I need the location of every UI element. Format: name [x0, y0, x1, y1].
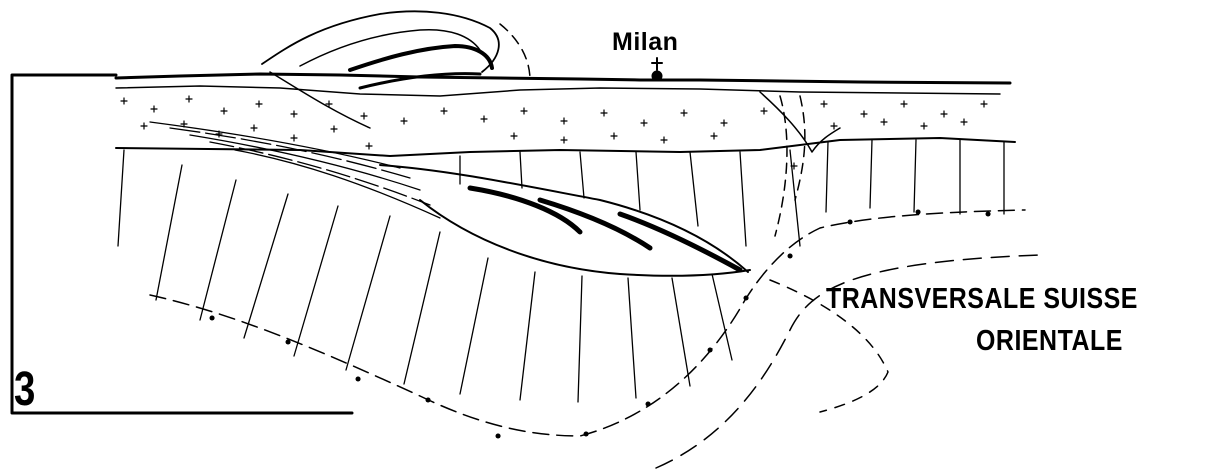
moho-dots — [212, 212, 988, 436]
city-marker — [652, 58, 662, 81]
city-label: Milan — [612, 28, 678, 57]
laminated-band — [150, 122, 440, 218]
near-surface-line — [116, 86, 1000, 96]
nappe-fault-dashed — [500, 24, 530, 80]
nappe-outline — [262, 11, 499, 72]
fault-dashed-2 — [795, 96, 805, 200]
crystalline-crosses — [121, 96, 987, 169]
section-title-line-1: TRANSVERSALE SUISSE — [826, 283, 1138, 316]
nappe-inner-2 — [350, 46, 492, 70]
mantle-hatching — [118, 140, 1004, 402]
panel-number: 3 — [14, 362, 35, 417]
section-title-line-2: ORIENTALE — [976, 325, 1123, 358]
nappe-inner-4 — [270, 72, 370, 128]
ground-surface — [116, 74, 1010, 83]
moho-line — [150, 210, 1025, 436]
